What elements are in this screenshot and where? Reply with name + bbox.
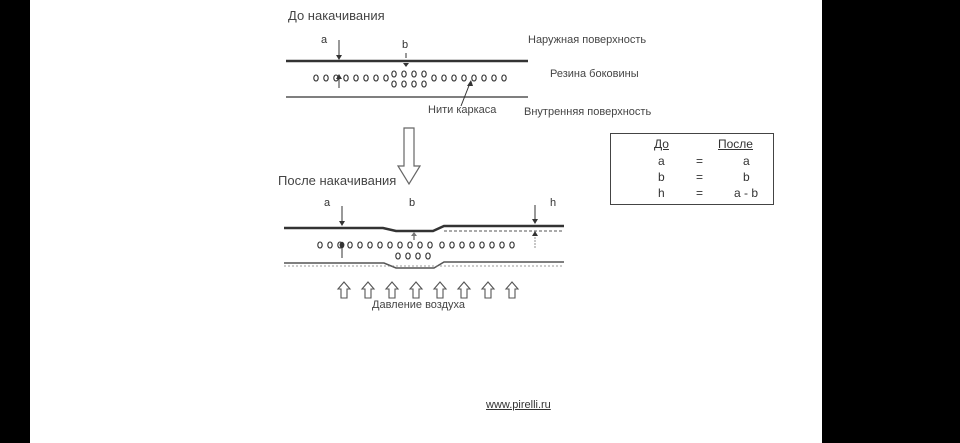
dimensions-table: До После a = a b = b h = a - b: [610, 133, 774, 205]
before-inflation-title: До накачивания: [288, 8, 385, 23]
inflation-diagram: [284, 40, 564, 299]
table-row-2-right: b: [743, 170, 750, 184]
label-b-before: b: [402, 39, 409, 51]
label-b-after: b: [409, 197, 416, 209]
carcass-threads-label: Нити каркаса: [428, 104, 497, 116]
air-pressure-arrows: [336, 281, 520, 299]
air-pressure-label: Давление воздуха: [372, 299, 466, 311]
table-header-after: После: [718, 137, 753, 151]
sidewall-rubber-label: Резина боковины: [550, 68, 639, 80]
inner-surface-label: Внутренняя поверхность: [524, 106, 652, 118]
hollow-down-arrow: [396, 127, 422, 186]
carcass-pointer: [460, 82, 471, 107]
table-row-2-eq: =: [696, 170, 704, 184]
table-row-1-eq: =: [696, 154, 704, 168]
footer-url-link[interactable]: www.pirelli.ru: [486, 399, 551, 411]
table-header-before: До: [654, 137, 669, 151]
table-row-3-eq: =: [696, 186, 704, 200]
table-row-3-left: h: [658, 186, 665, 200]
after-inflation-title: После накачивания: [278, 173, 397, 188]
label-a-after: a: [324, 197, 331, 209]
carcass-threads-after: [317, 241, 515, 260]
outer-surface-line-after: [284, 224, 564, 233]
table-row-2-left: b: [658, 170, 665, 184]
carcass-threads-before: [313, 70, 507, 88]
table-row-1-left: a: [658, 154, 665, 168]
label-h-after: h: [550, 197, 557, 209]
inner-surface-line-after: [284, 261, 564, 269]
outer-surface-label: Наружная поверхность: [528, 34, 647, 46]
table-row-3-right: a - b: [734, 186, 759, 200]
table-row-1-right: a: [743, 154, 750, 168]
document-page: До накачивания a b Наружная поверхность …: [30, 0, 822, 443]
label-a-before: a: [321, 34, 328, 46]
